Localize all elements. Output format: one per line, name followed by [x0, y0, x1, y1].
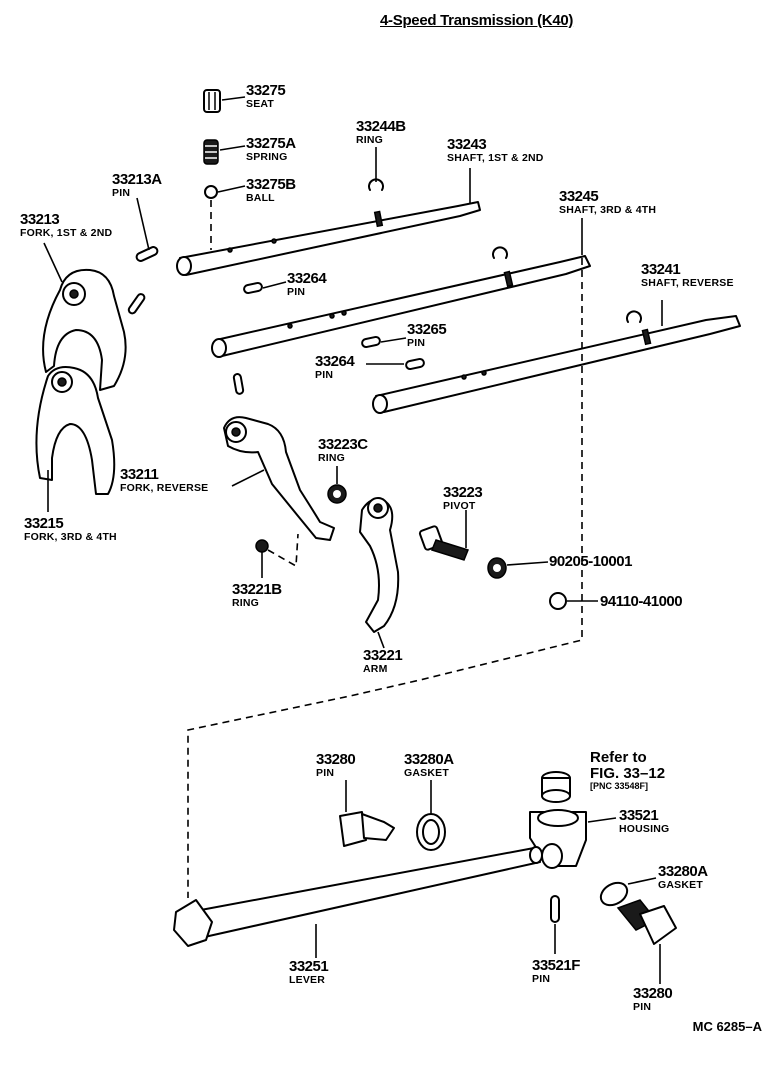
label-90205-10001: 90205-10001: [549, 553, 632, 570]
fork-3rd-4th-part: [35, 366, 116, 495]
shaft-3rd-4th-part: [211, 255, 591, 358]
shaft-1st-2nd-part: [176, 201, 481, 276]
pin-33213a-part: [135, 246, 159, 262]
washer-94110-part: [549, 592, 567, 610]
pin-33264-a-part: [243, 281, 263, 295]
pin-33265-part: [361, 335, 381, 349]
seat-part: [203, 89, 221, 113]
fork-reverse-part: [223, 416, 335, 541]
gasket-33280a-right-part: [599, 881, 629, 907]
pin-33280-bottom-part: [616, 899, 677, 945]
ring-33221b-part: [255, 539, 269, 553]
pivot-part: [418, 525, 469, 561]
figure-code: MC 6285–A: [692, 1019, 762, 1034]
pin-33521f-part: [550, 895, 560, 923]
spring-part: [203, 139, 219, 165]
housing-part: [529, 809, 587, 869]
arm-part: [359, 497, 400, 633]
label-94110-41000: 94110-41000: [600, 593, 683, 610]
ball-part: [204, 185, 218, 199]
pin-33280-top-part: [339, 811, 395, 847]
shaft-reverse-part: [372, 315, 741, 414]
fork-1st-2nd-part: [42, 268, 127, 391]
plug-ref-part: [541, 771, 571, 803]
diagram-title: 4-Speed Transmission (K40): [380, 12, 574, 29]
pin-33264-b-part: [405, 357, 425, 371]
lever-part: [173, 846, 543, 947]
